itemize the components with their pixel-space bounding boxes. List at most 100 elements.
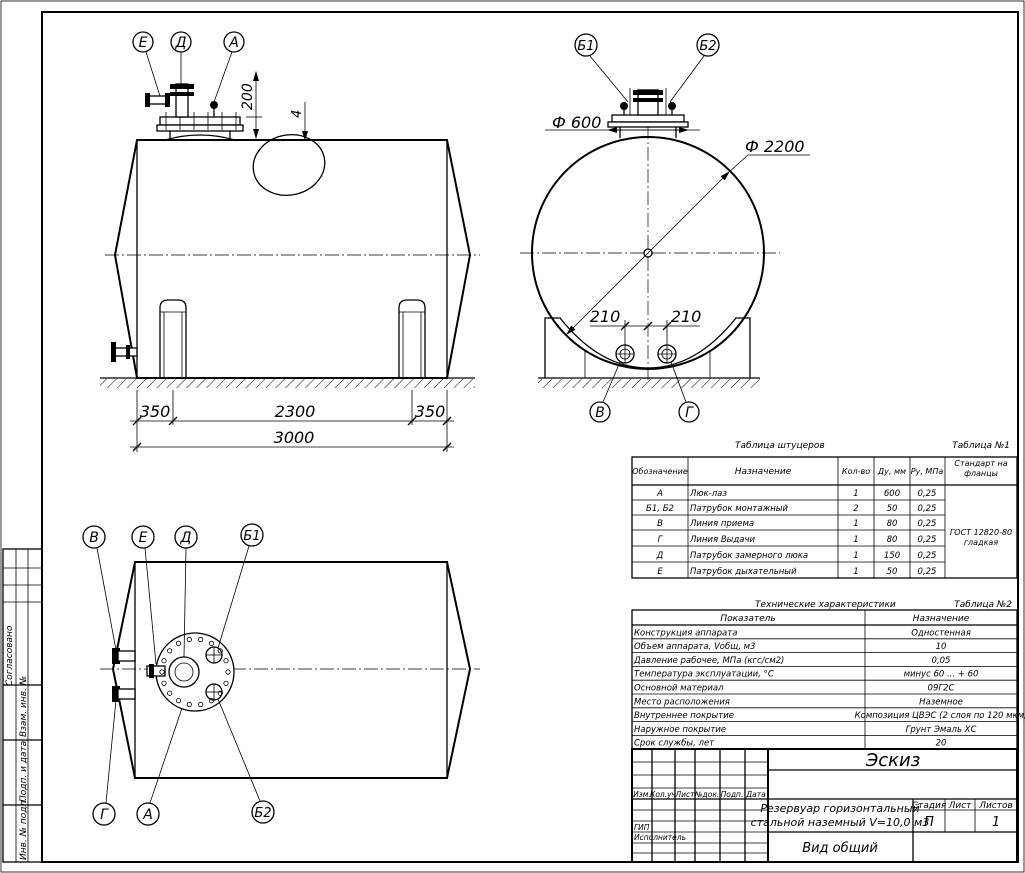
tech-value: Композиция ЦВЭС (2 слоя по 120 мкм) bbox=[855, 711, 1025, 721]
tb-view-title: Вид общий bbox=[802, 841, 878, 856]
tech-param: Давление рабочее, МПа (кгс/см2) bbox=[633, 656, 784, 666]
bolt-hole bbox=[223, 658, 229, 664]
bolt-hole bbox=[217, 690, 223, 696]
side-stamp: Согласовано Взам. инв. № Подп. и дата Ин… bbox=[2, 548, 43, 863]
nt-h-5: Стандарт на фланцы bbox=[954, 459, 1008, 478]
callout-E-plan: Е bbox=[131, 525, 157, 665]
tech-param: Объем аппарата, Vобщ, м3 bbox=[634, 642, 755, 652]
dim-diameter-2200: Ф 2200 bbox=[745, 137, 805, 156]
nozzle-cell: 1 bbox=[853, 519, 858, 529]
nozzle-cell: 1 bbox=[853, 551, 858, 561]
nozzle-cell: 150 bbox=[884, 551, 900, 561]
nozzle-cell: Б1, Б2 bbox=[646, 504, 674, 514]
nozzle-cell: Е bbox=[657, 567, 663, 577]
stamp-approved: Согласовано bbox=[5, 625, 15, 686]
callout-D-side-label: Д bbox=[175, 35, 187, 51]
nozzle-cell: 1 bbox=[853, 567, 858, 577]
nozzle-cell: Г bbox=[658, 535, 664, 545]
dim-2300: 2300 bbox=[275, 402, 316, 421]
nozzle-cell: Патрубок дыхательный bbox=[690, 567, 797, 577]
nt-h-2: Кол-во bbox=[842, 467, 870, 476]
callout-B2-plan: Б2 bbox=[217, 698, 275, 824]
nozzle-cell: Патрубок монтажный bbox=[690, 504, 789, 514]
saddle-left bbox=[159, 299, 187, 378]
tech-param: Конструкция аппарата bbox=[634, 628, 737, 638]
nozzle-cell: 1 bbox=[853, 489, 858, 499]
callout-G-plan-label: Г bbox=[100, 807, 109, 823]
tb-name-2: стальной наземный V=10,0 м3 bbox=[751, 816, 930, 829]
bolt-hole bbox=[198, 701, 204, 708]
callout-D-plan: Д bbox=[174, 525, 198, 658]
callout-V-end-label: В bbox=[595, 405, 605, 421]
tb-stage: П bbox=[924, 815, 934, 830]
end-view: Ф 600 Ф 2200 210 210 Б1 bbox=[520, 33, 810, 423]
tech-value: Наземное bbox=[919, 697, 963, 707]
tech-value: Грунт Эмаль ХС bbox=[906, 725, 977, 735]
dim-350-left: 350 bbox=[140, 402, 171, 421]
manhole-flange bbox=[145, 83, 244, 141]
tech-value: 20 bbox=[936, 739, 947, 749]
callout-B1-plan-label: Б1 bbox=[243, 529, 260, 544]
nozzle-cell: Линия приема bbox=[689, 519, 754, 529]
bolt-hole bbox=[186, 701, 192, 708]
tb-name-1: Резервуар горизонтальный bbox=[760, 802, 919, 815]
callout-A-side-label: А bbox=[228, 35, 239, 51]
tech-param: Наружное покрытие bbox=[634, 725, 726, 735]
callout-D-plan-label: Д bbox=[180, 530, 192, 546]
callout-B1-plan: Б1 bbox=[217, 523, 264, 649]
tech-value: Одностенная bbox=[911, 628, 971, 638]
bolt-hole bbox=[159, 669, 165, 675]
nozzle-cell: 1 bbox=[853, 535, 858, 545]
nozzle-cell: В bbox=[657, 519, 663, 529]
tb-author: Исполнитель bbox=[634, 833, 686, 842]
nozzle-side-left bbox=[111, 342, 138, 362]
dim-3000: 3000 bbox=[274, 428, 315, 447]
callout-V-plan: В bbox=[82, 525, 117, 651]
bolt-hole bbox=[161, 680, 167, 686]
tb-gip: ГИП bbox=[634, 823, 650, 832]
dim-210-right: 210 bbox=[671, 307, 702, 326]
tech-table: Технические характеристики Таблица №2 По… bbox=[631, 600, 1025, 750]
dim-flange-600: Ф 600 bbox=[552, 113, 601, 132]
nozzle-cell: 80 bbox=[887, 519, 898, 529]
plan-view: В Е Д Б1 Г А Б2 bbox=[82, 523, 480, 826]
tt-h-value: Назначение bbox=[913, 614, 970, 624]
tech-table-title: Технические характеристики bbox=[755, 600, 896, 610]
tb-rev-0: Изм. bbox=[633, 790, 651, 799]
callout-E-plan-label: Е bbox=[139, 530, 148, 546]
nt-h-4: Ру, МПа bbox=[911, 467, 944, 476]
bolt-hole bbox=[186, 636, 192, 643]
tech-value: 09Г2С bbox=[928, 684, 955, 694]
tb-col-stage: Стадия bbox=[912, 801, 947, 811]
callout-G-end: Г bbox=[670, 361, 700, 423]
callout-E-side-label: Е bbox=[139, 35, 148, 51]
tb-col-sheet: Лист bbox=[948, 801, 973, 811]
callout-A-plan-label: А bbox=[142, 807, 153, 823]
bolt-hole bbox=[225, 669, 231, 675]
nozzle-table-title: Таблица штуцеров bbox=[735, 441, 825, 451]
dim-350-right: 350 bbox=[415, 402, 446, 421]
saddle-right bbox=[398, 299, 426, 378]
callout-B2-plan-label: Б2 bbox=[254, 806, 271, 821]
tech-param: Место расположения bbox=[634, 697, 730, 707]
nozzle-cell: 0,25 bbox=[918, 535, 937, 545]
nozzle-cell: 0,25 bbox=[918, 519, 937, 529]
nozzle-cell: 0,25 bbox=[918, 567, 937, 577]
callout-A-plan: А bbox=[136, 707, 183, 826]
callout-B1-end: Б1 bbox=[574, 33, 629, 103]
callout-V-plan-label: В bbox=[89, 530, 99, 546]
nozzle-cell: Д bbox=[656, 551, 664, 561]
callout-V-end: В bbox=[589, 361, 621, 423]
callout-A-side: А bbox=[213, 31, 245, 103]
nozzle-cell: 0,25 bbox=[918, 489, 937, 499]
tb-rev-1: Кол.уч bbox=[650, 790, 677, 799]
tb-rev-4: Подп. bbox=[721, 790, 744, 799]
bolt-hole bbox=[167, 690, 173, 696]
tt-h-param: Показатель bbox=[720, 614, 775, 624]
tb-doc-code: Эскиз bbox=[865, 750, 921, 771]
callout-G-end-label: Г bbox=[685, 405, 694, 421]
nt-standard-1: ГОСТ 12820-80 bbox=[950, 528, 1012, 537]
bolt-hole bbox=[175, 697, 182, 704]
